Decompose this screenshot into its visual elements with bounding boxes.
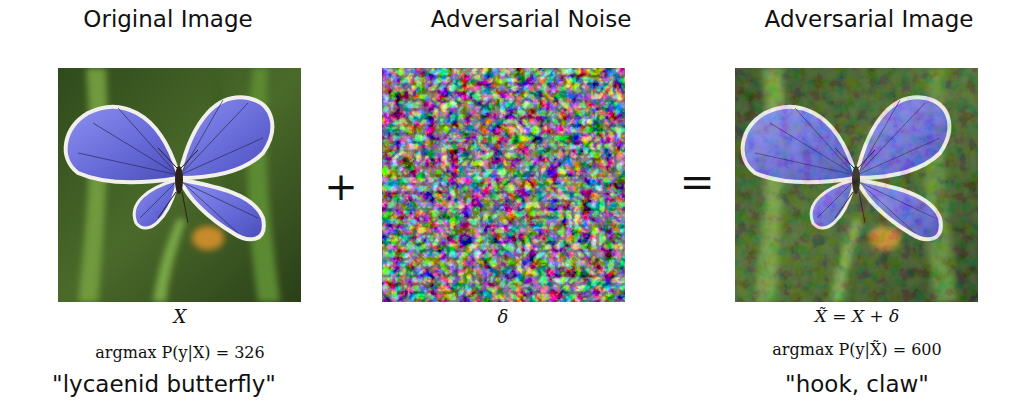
prediction-formula: argmax P(y|X) = 326	[95, 343, 264, 362]
panel-title: Original Image	[83, 6, 252, 34]
adversarial-photo	[735, 68, 978, 302]
plus-sign: +	[324, 162, 358, 210]
math-formula: X̃ = X + δ	[815, 306, 900, 326]
class-label: "hook, claw"	[785, 371, 929, 399]
math-symbol: δ	[498, 306, 509, 328]
class-label: "lycaenid butterfly"	[52, 371, 276, 399]
equals-sign: =	[679, 158, 714, 208]
panel-title: Adversarial Image	[765, 6, 974, 34]
original-photo	[58, 68, 301, 302]
prediction-formula: argmax P(y|X̃) = 600	[772, 340, 941, 359]
math-symbol: X	[174, 306, 187, 328]
noise-pattern	[382, 68, 625, 302]
panel-title: Adversarial Noise	[431, 6, 632, 34]
